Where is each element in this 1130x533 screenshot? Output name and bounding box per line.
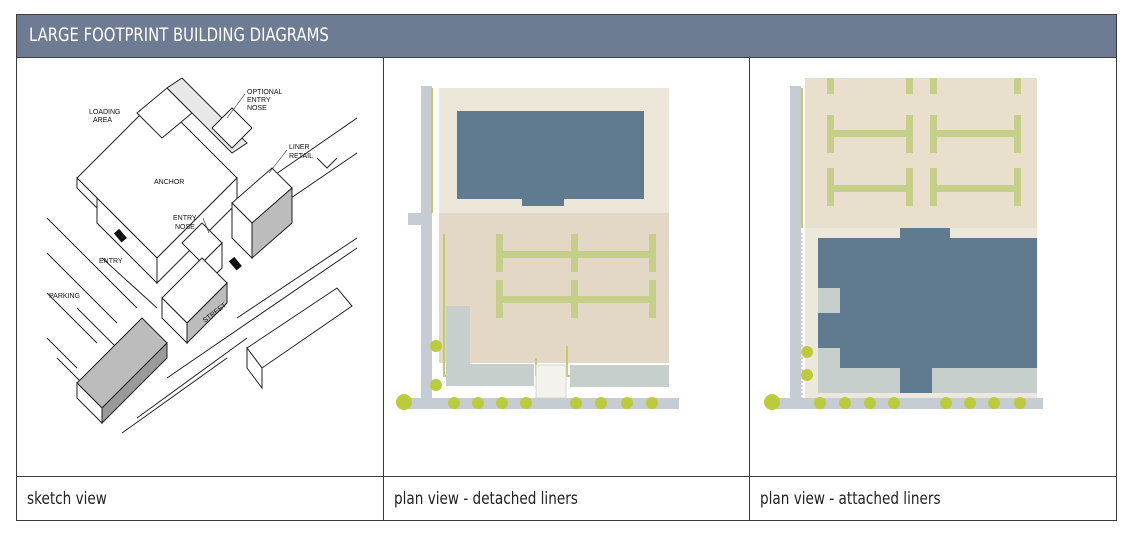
caption-attached-liners: plan view - attached liners [760,489,941,509]
caption-sketch-view: sketch view [27,489,107,509]
label-liner-2: RETAIL [289,153,313,160]
caption-row: sketch view plan view - detached liners … [17,476,1116,520]
label-optional-3: NOSE [247,105,267,112]
table-title: LARGE FOOTPRINT BUILDING DIAGRAMS [29,24,329,46]
detached-liners-plan [396,86,679,410]
label-loading-2: AREA [93,117,112,124]
table-header: LARGE FOOTPRINT BUILDING DIAGRAMS [17,15,1116,58]
attached-liners-plan [764,78,1043,410]
label-parking: PARKING [49,293,80,300]
detached-liners-panel [384,58,750,476]
liner-retail-right [920,368,1037,393]
label-loading-1: LOADING [89,109,121,116]
label-optional-2: ENTRY [247,97,271,104]
sketch-view-drawing: LOADING AREA OPTIONAL ENTRY NOSE LINER R… [46,77,358,434]
liner-retail-right [570,365,669,387]
caption-cell-detached: plan view - detached liners [384,477,750,520]
caption-detached-liners: plan view - detached liners [394,489,578,509]
label-liner-1: LINER [289,144,310,151]
diagram-table: LARGE FOOTPRINT BUILDING DIAGRAMS [16,14,1117,521]
caption-cell-attached: plan view - attached liners [750,477,1116,520]
attached-liners-panel [750,58,1116,476]
label-entry: ENTRY [99,258,123,265]
label-optional-1: OPTIONAL [247,89,283,96]
label-anchor: ANCHOR [154,179,184,186]
label-entry-nose-2: NOSE [175,224,195,231]
caption-cell-sketch: sketch view [17,477,384,520]
label-entry-nose-1: ENTRY [173,215,197,222]
anchor-building [457,111,644,199]
anchor-building [818,238,1037,368]
sketch-view-panel: LOADING AREA OPTIONAL ENTRY NOSE LINER R… [17,58,384,476]
